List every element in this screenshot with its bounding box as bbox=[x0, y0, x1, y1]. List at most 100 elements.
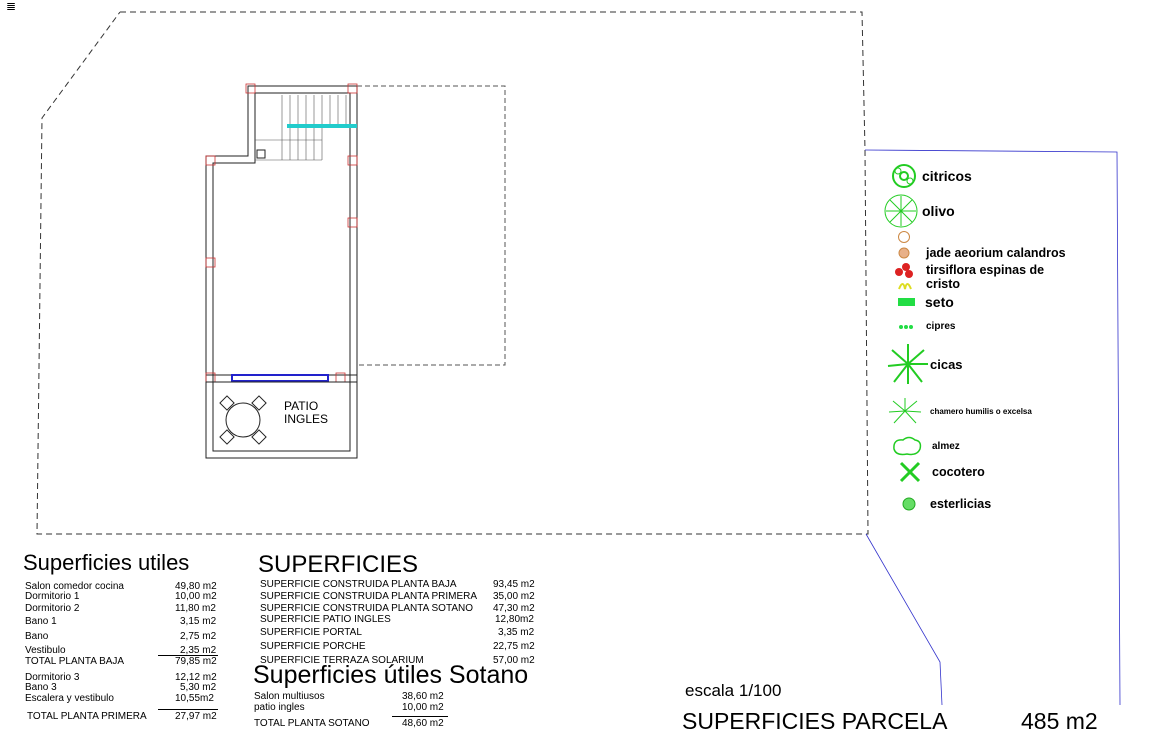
legend-empty bbox=[897, 230, 911, 244]
parcel-value: 485 m2 bbox=[1021, 708, 1098, 734]
legend-label: seto bbox=[925, 294, 954, 310]
almez-tree-icon bbox=[893, 436, 922, 456]
legend-tirsiflora: tirsiflora espinas de bbox=[893, 261, 1044, 279]
parcel-label: SUPERFICIES PARCELA bbox=[682, 708, 948, 734]
legend-label: tirsiflora espinas de bbox=[926, 263, 1045, 277]
column-markers bbox=[205, 83, 358, 383]
legend-label: olivo bbox=[922, 203, 955, 219]
legend-label: jade aeorium calandros bbox=[926, 246, 1066, 260]
patio-table-set bbox=[219, 395, 267, 445]
row-label: SUPERFICIE CONSTRUIDA PLANTA BAJA bbox=[260, 579, 457, 590]
row-value: 93,45 m2 bbox=[493, 579, 535, 590]
row-label: Salon multiusos bbox=[254, 691, 325, 702]
row-label: Dormitorio 1 bbox=[25, 591, 80, 602]
total-primera-value: 27,97 m2 bbox=[175, 711, 217, 722]
legend-label: cristo bbox=[926, 277, 961, 291]
legend-label: cocotero bbox=[932, 465, 985, 479]
row-value: 49,80 m2 bbox=[175, 581, 217, 592]
legend-label: citricos bbox=[922, 168, 972, 184]
legend-cocotero: cocotero bbox=[898, 461, 985, 483]
window bbox=[231, 374, 329, 382]
row-label: SUPERFICIE PATIO INGLES bbox=[260, 614, 391, 625]
row-label: Bano 3 bbox=[25, 682, 57, 693]
row-value: 38,60 m2 bbox=[402, 691, 444, 702]
row-value: 10,55m2 bbox=[175, 693, 214, 704]
row-value: 2,75 m2 bbox=[180, 631, 217, 642]
sotano-title: Superficies útiles Sotano bbox=[253, 661, 529, 689]
sum-line bbox=[158, 709, 218, 710]
scale-label: escala 1/100 bbox=[685, 681, 782, 700]
legend-cicas: cicas bbox=[886, 342, 963, 386]
row-value: 22,75 m2 bbox=[493, 641, 535, 652]
total-baja-value: 79,85 m2 bbox=[175, 656, 217, 667]
superficies-title: SUPERFICIES bbox=[258, 551, 419, 578]
neighbour-boundary bbox=[864, 149, 1121, 706]
row-label: Dormitorio 2 bbox=[25, 603, 80, 614]
legend-label: cipres bbox=[926, 321, 956, 332]
sum-line bbox=[392, 716, 448, 717]
row-value: 57,00 m2 bbox=[493, 655, 535, 666]
legend-esterlicias: esterlicias bbox=[900, 495, 991, 513]
flower-red-icon bbox=[895, 263, 913, 278]
total-sotano-value: 48,60 m2 bbox=[402, 718, 444, 729]
row-value: 10,00 m2 bbox=[402, 702, 444, 713]
total-primera-label: TOTAL PLANTA PRIMERA bbox=[27, 711, 147, 722]
yellow-plant-icon bbox=[898, 283, 912, 290]
strelitzia-icon bbox=[902, 497, 916, 511]
hedge-icon bbox=[898, 298, 915, 306]
row-value: 35,00 m2 bbox=[493, 591, 535, 602]
row-value: 11,80 m2 bbox=[175, 603, 216, 614]
row-label: SUPERFICIE CONSTRUIDA PLANTA PRIMERA bbox=[260, 591, 478, 602]
row-label: SUPERFICIE PORCHE bbox=[260, 641, 366, 652]
legend-label: esterlicias bbox=[930, 497, 992, 511]
row-value: 12,80m2 bbox=[495, 614, 534, 625]
row-label: patio ingles bbox=[254, 702, 305, 713]
row-value: 2,35 m2 bbox=[180, 645, 217, 656]
legend-cristo: cristo bbox=[897, 277, 960, 291]
row-label: Escalera y vestibulo bbox=[25, 693, 114, 704]
palm-chamaerops-icon bbox=[888, 398, 922, 424]
coconut-palm-icon bbox=[899, 461, 921, 483]
house-walls bbox=[205, 85, 358, 383]
legend-jade: jade aeorium calandros bbox=[897, 246, 1066, 260]
empty-circle-icon bbox=[898, 231, 910, 243]
row-label: Bano bbox=[25, 631, 49, 642]
legend-almez: almez bbox=[891, 435, 960, 457]
cypress-icon bbox=[899, 324, 913, 329]
row-value: 5,30 m2 bbox=[180, 682, 217, 693]
legend-label: cicas bbox=[930, 356, 963, 372]
legend-citricos: citricos bbox=[890, 163, 972, 189]
patio-ingles bbox=[205, 381, 358, 459]
row-value: 3,35 m2 bbox=[498, 627, 535, 638]
row-value: 12,12 m2 bbox=[175, 672, 217, 683]
row-value: 47,30 m2 bbox=[493, 603, 535, 614]
row-value: 10,00 m2 bbox=[175, 591, 217, 602]
legend-seto: seto bbox=[897, 294, 954, 310]
row-label: SUPERFICIE PORTAL bbox=[260, 627, 362, 638]
porch-outline bbox=[357, 85, 506, 366]
total-baja-label: TOTAL PLANTA BAJA bbox=[25, 656, 125, 667]
patio-label-2: INGLES bbox=[284, 412, 329, 426]
total-sotano-label: TOTAL PLANTA SOTANO bbox=[254, 718, 370, 729]
legend-label: chamero humilis o excelsa bbox=[930, 406, 1032, 416]
citrus-tree-icon bbox=[892, 164, 916, 188]
row-label: Dormitorio 3 bbox=[25, 672, 80, 683]
column-small bbox=[256, 149, 266, 159]
legend-label: almez bbox=[932, 440, 960, 452]
patio-label-1: PATIO bbox=[284, 399, 319, 413]
olive-tree-icon bbox=[884, 194, 918, 228]
legend-chamero: chamero humilis o excelsa bbox=[888, 397, 1032, 425]
jade-plant-icon bbox=[898, 247, 910, 259]
row-label: Vestibulo bbox=[25, 645, 66, 656]
sum-line bbox=[158, 655, 218, 656]
neighbour-boundary-diagonal bbox=[865, 533, 943, 706]
utiles-title: Superficies utiles bbox=[23, 550, 190, 575]
legend-olivo: olivo bbox=[882, 193, 955, 229]
row-label: SUPERFICIE CONSTRUIDA PLANTA SOTANO bbox=[260, 603, 473, 614]
row-label: Salon comedor cocina bbox=[25, 581, 124, 592]
row-label: Bano 1 bbox=[25, 616, 57, 627]
row-label: SUPERFICIE TERRAZA SOLARIUM bbox=[260, 655, 424, 666]
row-value: 3,15 m2 bbox=[180, 616, 217, 627]
cycad-icon bbox=[887, 344, 928, 384]
